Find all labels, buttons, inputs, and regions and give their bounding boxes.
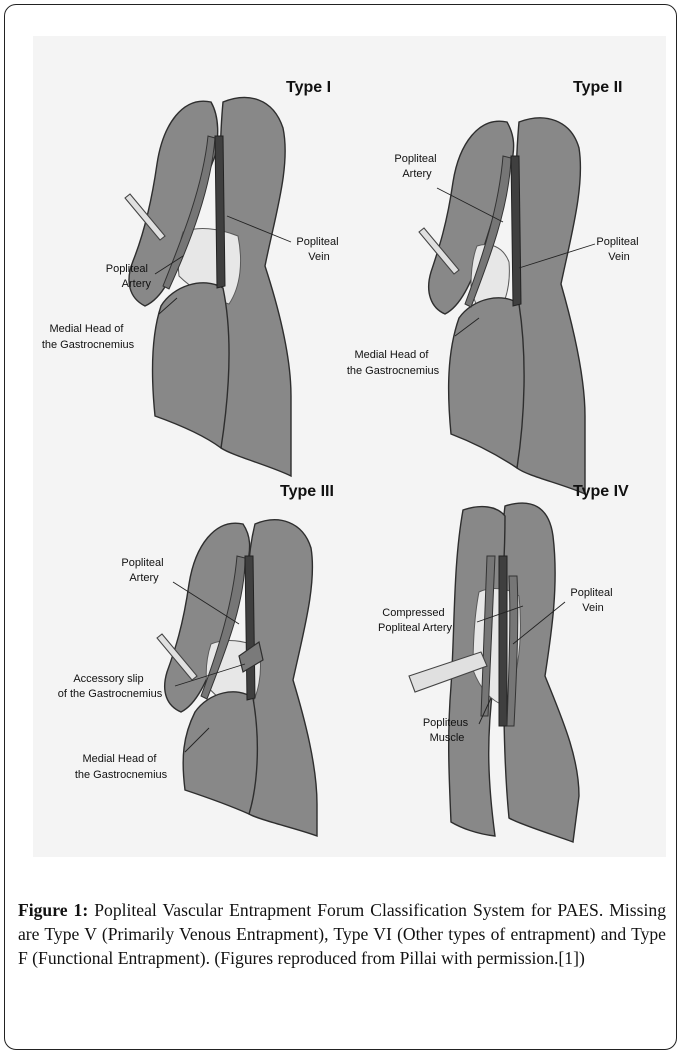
figure-illustration: Type I Popliteal Vein Popliteal Artery M… bbox=[33, 36, 666, 857]
label-popliteal-vein: Popliteal Vein bbox=[596, 236, 641, 263]
lateral-head-muscle bbox=[514, 118, 585, 494]
panel-title: Type III bbox=[280, 483, 334, 500]
panel-type-2: Type II Popliteal Artery Popliteal Vein … bbox=[347, 79, 642, 494]
label-medial-head: Medial Head of the Gastrocnemius bbox=[42, 323, 135, 351]
label-popliteal-vein: Popliteal Vein bbox=[570, 587, 615, 614]
label-popliteal-artery: Popliteal Artery bbox=[394, 153, 439, 180]
popliteal-vein bbox=[245, 556, 255, 700]
panel-type-3: Type III Popliteal Artery Accessory slip… bbox=[58, 483, 334, 836]
medial-head-gastrocnemius bbox=[449, 298, 524, 468]
caption-label: Figure 1: bbox=[18, 900, 88, 920]
label-popliteal-vein: Popliteal Vein bbox=[296, 236, 341, 263]
panel-type-1: Type I Popliteal Vein Popliteal Artery M… bbox=[42, 79, 342, 476]
medial-head-gastrocnemius bbox=[153, 283, 229, 448]
popliteal-vein bbox=[499, 556, 507, 726]
popliteal-vein bbox=[511, 156, 521, 306]
label-medial-head: Medial Head of the Gastrocnemius bbox=[75, 753, 168, 781]
label-compressed-artery: Compressed Popliteal Artery bbox=[378, 607, 452, 634]
label-popliteal-artery: Popliteal Artery bbox=[121, 557, 166, 584]
panel-title: Type I bbox=[286, 79, 331, 96]
label-accessory-slip: Accessory slip of the Gastrocnemius bbox=[58, 673, 163, 700]
medial-head-gastrocnemius bbox=[183, 692, 257, 814]
label-medial-head: Medial Head of the Gastrocnemius bbox=[347, 349, 440, 377]
figure-caption: Figure 1: Popliteal Vascular Entrapment … bbox=[18, 898, 666, 970]
panel-title: Type II bbox=[573, 79, 623, 96]
popliteal-vein bbox=[215, 136, 225, 288]
caption-text: Popliteal Vascular Entrapment Forum Clas… bbox=[18, 900, 666, 968]
panel-type-4: Type IV Popliteal Vein Compressed Poplit… bbox=[378, 483, 629, 842]
paes-diagram: Type I Popliteal Vein Popliteal Artery M… bbox=[33, 36, 666, 857]
panel-title: Type IV bbox=[573, 483, 629, 500]
